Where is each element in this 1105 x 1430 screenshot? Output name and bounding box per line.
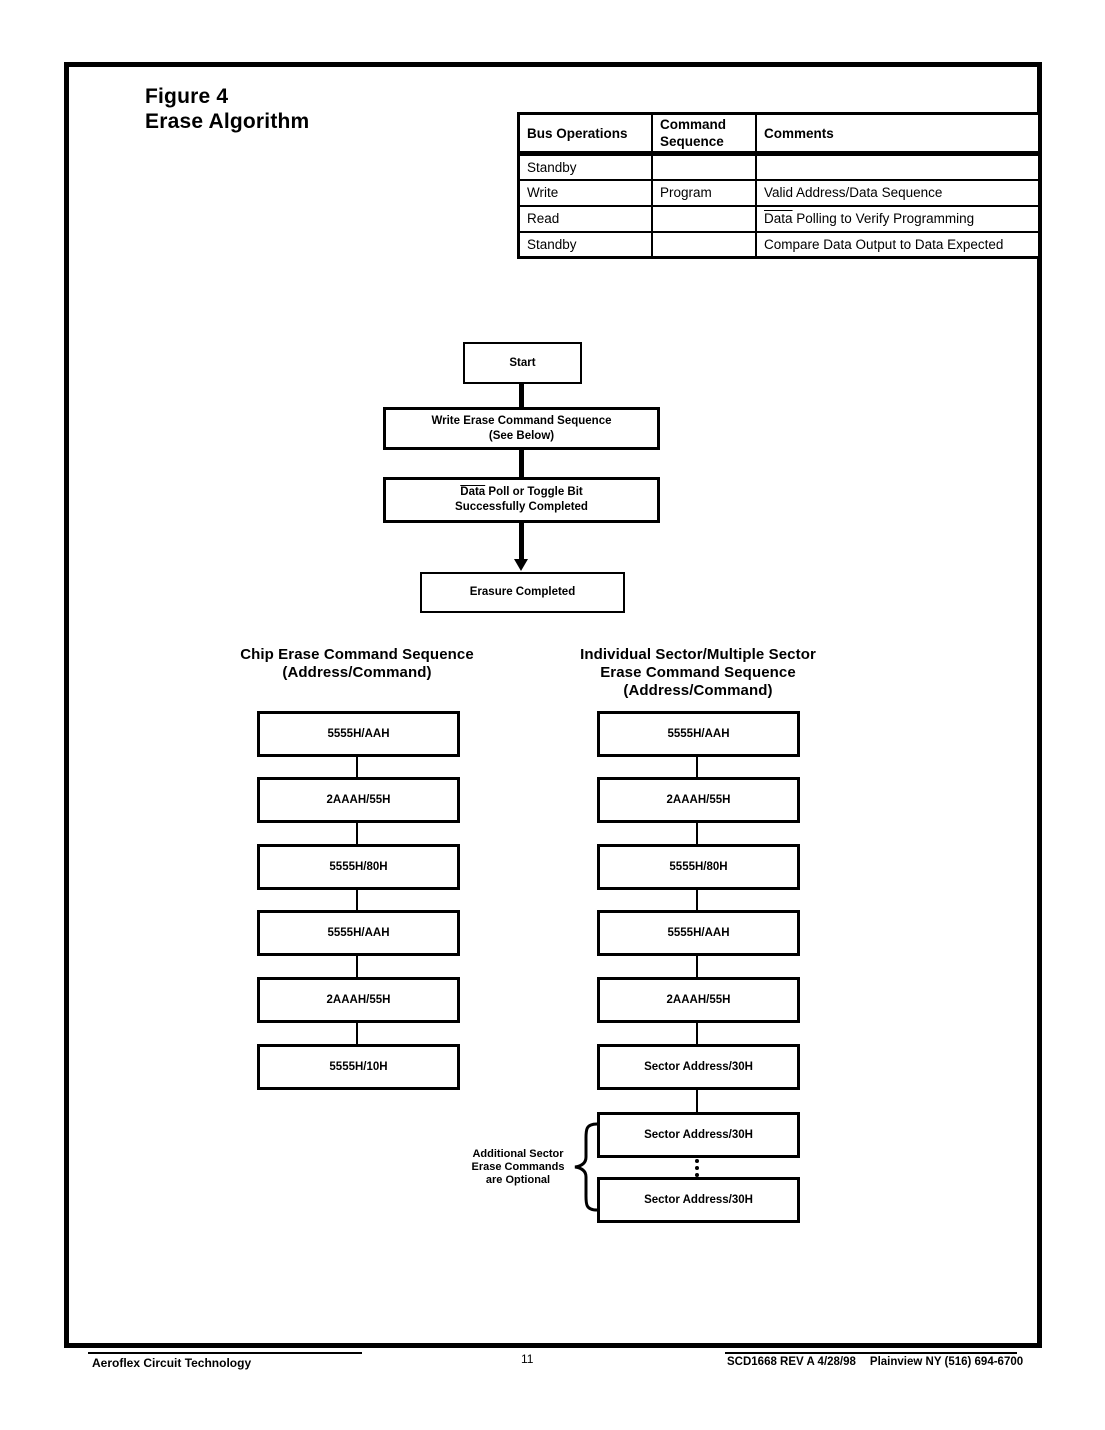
cell-comment <box>755 152 1041 181</box>
chip-erase-heading-line2: (Address/Command) <box>282 664 432 681</box>
cell-cmd <box>651 230 757 259</box>
footer-rule-left <box>88 1352 362 1354</box>
write-seq-line1: Write Erase Command Sequence <box>431 414 612 427</box>
connector-line <box>696 956 698 977</box>
erasure-label: Erasure Completed <box>469 586 576 598</box>
page-border <box>64 62 1042 1348</box>
arrow-shaft <box>519 523 524 561</box>
connector-line <box>696 1023 698 1044</box>
table-row: Standby Compare Data Output to Data Expe… <box>517 230 1041 259</box>
footer-doc-number: SCD1668 REV A 4/28/98 <box>727 1356 856 1368</box>
connector-line <box>696 890 698 910</box>
figure-name: Erase Algorithm <box>145 110 310 133</box>
sector-erase-heading-line1: Individual Sector/Multiple Sector <box>580 646 816 663</box>
overline-data: Data <box>764 211 793 226</box>
chip-step-box: 5555H/AAH <box>257 711 460 757</box>
chip-step-box: 5555H/10H <box>257 1044 460 1090</box>
chip-step-box: 5555H/80H <box>257 844 460 890</box>
sector-step-box: Sector Address/30H <box>597 1177 800 1223</box>
footer-rule-right <box>725 1352 1017 1354</box>
sector-erase-heading-line2: Erase Command Sequence <box>600 664 796 681</box>
poll-line2: Successfully Completed <box>455 501 588 513</box>
write-seq-line2: (See Below) <box>488 429 555 442</box>
sector-step-box: 2AAAH/55H <box>597 977 800 1023</box>
connector-line <box>696 757 698 777</box>
table-header-row: Bus Operations Command Sequence Comments <box>517 112 1041 156</box>
flowchart-erasure-completed-box: Erasure Completed <box>420 572 625 613</box>
cell-bus: Standby <box>517 152 653 181</box>
cell-bus: Read <box>517 204 653 233</box>
sector-erase-heading: Individual Sector/Multiple Sector Erase … <box>548 646 848 700</box>
overline-data: Data <box>460 486 486 498</box>
cell-cmd <box>651 204 757 233</box>
bus-operations-table: Bus Operations Command Sequence Comments… <box>517 112 1041 259</box>
chip-step-box: 2AAAH/55H <box>257 777 460 823</box>
connector-line <box>356 757 358 777</box>
sector-step-box: Sector Address/30H <box>597 1112 800 1158</box>
connector-line <box>696 823 698 844</box>
sector-erase-heading-line3: (Address/Command) <box>623 682 773 699</box>
figure-number: Figure 4 <box>145 85 229 108</box>
connector-line <box>519 450 524 477</box>
header-comments: Comments <box>755 112 1041 156</box>
cell-bus: Standby <box>517 230 653 259</box>
table-row: Standby <box>517 152 1041 181</box>
arrow-down-icon <box>514 559 528 571</box>
cell-cmd <box>651 152 757 181</box>
sector-step-box: 2AAAH/55H <box>597 777 800 823</box>
poll-line1: Data Poll or Toggle Bit <box>460 486 583 498</box>
chip-step-box: 5555H/AAH <box>257 910 460 956</box>
connector-line <box>356 956 358 977</box>
header-bus-operations: Bus Operations <box>517 112 653 156</box>
connector-line <box>356 1023 358 1044</box>
cell-comment: Compare Data Output to Data Expected <box>755 230 1041 259</box>
footer-doc-info: SCD1668 REV A 4/28/98 Plainview NY (516) … <box>727 1356 1023 1368</box>
connector-line <box>696 1090 698 1112</box>
header-command-sequence: Command Sequence <box>651 112 757 156</box>
cell-cmd: Program <box>651 178 757 207</box>
figure-title: Figure 4 Erase Algorithm <box>145 84 309 134</box>
connector-line <box>356 890 358 910</box>
start-label: Start <box>509 356 536 369</box>
sector-step-box: 5555H/AAH <box>597 711 800 757</box>
table-row: Write Program Valid Address/Data Sequenc… <box>517 178 1041 207</box>
chip-erase-heading: Chip Erase Command Sequence (Address/Com… <box>207 646 507 682</box>
footer-location: Plainview NY (516) 694-6700 <box>869 1356 1024 1368</box>
cell-bus: Write <box>517 178 653 207</box>
chip-step-box: 2AAAH/55H <box>257 977 460 1023</box>
connector-line <box>356 823 358 844</box>
sector-step-box: 5555H/AAH <box>597 910 800 956</box>
footer-company: Aeroflex Circuit Technology <box>92 1356 252 1370</box>
sector-step-box: 5555H/80H <box>597 844 800 890</box>
page-number: 11 <box>521 1352 534 1366</box>
optional-commands-label: Additional Sector Erase Commands are Opt… <box>471 1148 565 1186</box>
flowchart-data-poll-box: Data Poll or Toggle Bit Successfully Com… <box>383 477 660 523</box>
sector-step-box: Sector Address/30H <box>597 1044 800 1090</box>
ellipsis-dots <box>695 1159 699 1177</box>
curly-brace <box>574 1122 599 1212</box>
flowchart-write-sequence-box: Write Erase Command Sequence (See Below) <box>383 407 660 450</box>
cell-comment: Valid Address/Data Sequence <box>755 178 1041 207</box>
flowchart-start-box: Start <box>463 342 582 384</box>
chip-erase-heading-line1: Chip Erase Command Sequence <box>240 646 474 663</box>
cell-comment: Data Polling to Verify Programming <box>755 204 1041 233</box>
connector-line <box>519 382 524 408</box>
table-row: Read Data Polling to Verify Programming <box>517 204 1041 233</box>
